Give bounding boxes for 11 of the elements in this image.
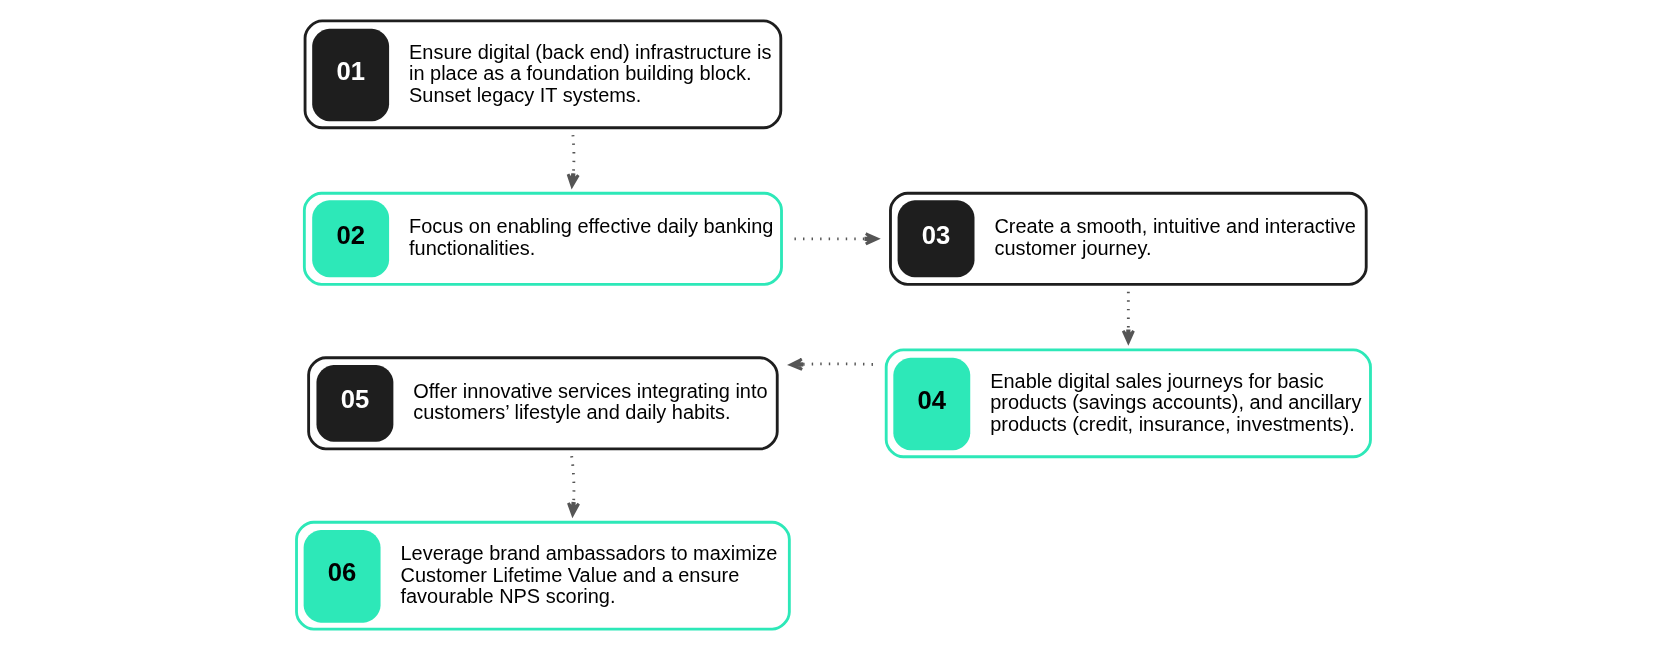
arrow (1121, 291, 1135, 344)
node-box: 01 Ensure digital (back end) infrastructure is in place as a foundation building block. Sunset legacy IT systems. (303, 19, 783, 130)
arrow (789, 357, 873, 371)
arrow (566, 134, 580, 188)
node-box: 04 Enable digital sales journeys for basic products (savings accounts), and ancillary products (credit, insurance, investments). (884, 348, 1372, 459)
arrow (567, 455, 581, 517)
node-box: 03 Create a smooth, intuitive and interactive customer journey. (889, 191, 1368, 286)
node-box: 05 Offer innovative services integrating into customers’ lifestyle and daily habits. (307, 356, 779, 451)
node-box: 02 Focus on enabling effective daily banking functionalities. (302, 191, 783, 286)
arrow (794, 232, 879, 246)
node-box: 06 Leverage brand ambassadors to maximize Customer Lifetime Value and a ensure favourable NPS scoring. (295, 520, 791, 631)
